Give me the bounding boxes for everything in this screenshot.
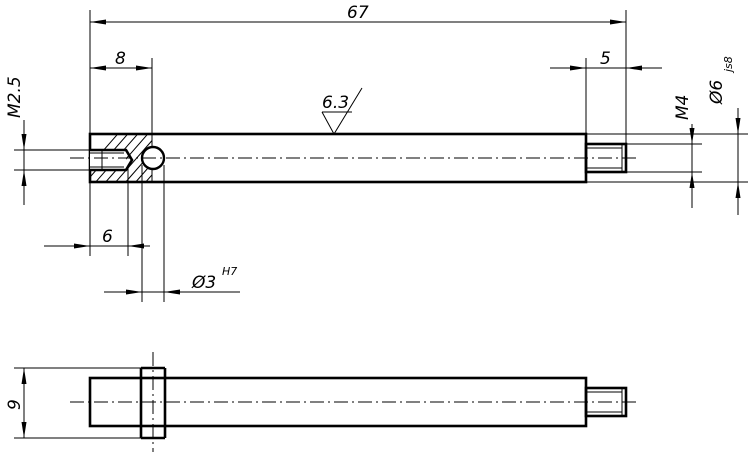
- dim-overall-length: 67: [89, 3, 627, 144]
- front-view: [70, 132, 640, 184]
- roughness-label: 6.3: [322, 93, 349, 113]
- dim-small-thread: M2.5: [5, 76, 90, 205]
- dim-label-h7: H7: [222, 265, 237, 278]
- section-hatching: [90, 134, 152, 182]
- dim-label-js8: js8: [722, 56, 735, 74]
- dim-label-d6: Ø6: [707, 80, 727, 105]
- dim-label-5: 5: [600, 49, 611, 69]
- dim-width: 9: [5, 367, 141, 439]
- dim-label-6: 6: [102, 227, 113, 247]
- surface-roughness-symbol: 6.3: [321, 87, 363, 136]
- dim-label-d3: Ø3: [191, 273, 216, 293]
- dim-hole-offset: 6: [44, 165, 150, 256]
- dim-counterbore-depth: 8: [90, 49, 153, 147]
- dim-shaft-diameter: Ø6 js8: [586, 56, 748, 215]
- dim-cross-hole: Ø3 H7: [104, 165, 240, 302]
- dim-thread: M4: [626, 95, 702, 208]
- top-view: [70, 352, 640, 452]
- dim-label-8: 8: [115, 49, 126, 69]
- dim-label-67: 67: [347, 3, 369, 23]
- tapped-hole: [90, 150, 126, 170]
- dim-label-m4: M4: [673, 95, 693, 120]
- dim-label-m25: M2.5: [5, 76, 25, 118]
- dim-thread-length: 5: [550, 49, 662, 134]
- dim-label-9: 9: [5, 399, 25, 410]
